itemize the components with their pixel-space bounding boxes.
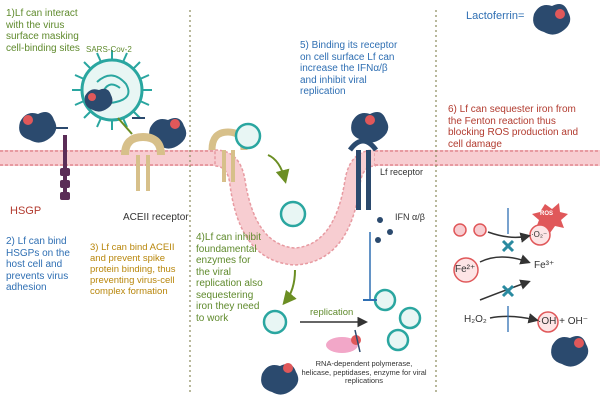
label-lactoferrin-key: Lactoferrin=: [466, 10, 525, 22]
label-ifn: IFN α/β: [395, 212, 425, 222]
lf-receptor: [347, 112, 389, 210]
label-lf-interact: 1)Lf can interact with the virus surface…: [6, 8, 80, 54]
label-oh-products: ·OH + OH⁻: [538, 316, 589, 327]
virus-small-icon: [234, 122, 422, 352]
label-inhibit-enzymes: 4)Lf can inhibit foundamental enzymes fo…: [196, 232, 263, 324]
label-ros: ROS: [540, 211, 554, 217]
label-o2-radical: ·O₂⁻: [531, 230, 548, 239]
ifn-dots: [375, 217, 393, 243]
fenton-reaction: [453, 203, 568, 333]
label-hsgp: HSGP: [10, 205, 42, 217]
lactoferrin-bottom-icon: [261, 336, 589, 395]
lactoferrin-key-icon: [533, 4, 571, 35]
label-fe2: Fe²⁺: [455, 264, 476, 275]
hsgp-receptor: [60, 135, 70, 200]
label-replication: replication: [310, 307, 354, 318]
label-lf-receptor: Lf receptor: [380, 167, 424, 177]
label-bind-aceii: 3) Lf can bind ACEII and prevent spike p…: [90, 242, 176, 297]
lactoferrin-icon: [19, 88, 187, 149]
label-sars-cov-2: SARS-Cov-2: [86, 45, 132, 54]
label-fe3: Fe³⁺: [534, 260, 555, 271]
label-binding-receptor: 5) Binding its receptor on cell surface …: [300, 40, 398, 97]
aceii-receptor: [121, 132, 165, 191]
label-bind-hsgp: 2) Lf can bind HSGPs on the host cell an…: [6, 236, 70, 293]
label-enzymes: RNA-dependent polymerase, helicase, pept…: [301, 359, 427, 386]
label-h2o2: H₂O₂: [464, 314, 487, 325]
label-sequester-iron: 6) Lf can sequester iron from the Fenton…: [448, 104, 579, 150]
viral-enzymes-icon: [326, 335, 361, 353]
label-aceii-receptor: ACEII receptor: [123, 212, 189, 223]
